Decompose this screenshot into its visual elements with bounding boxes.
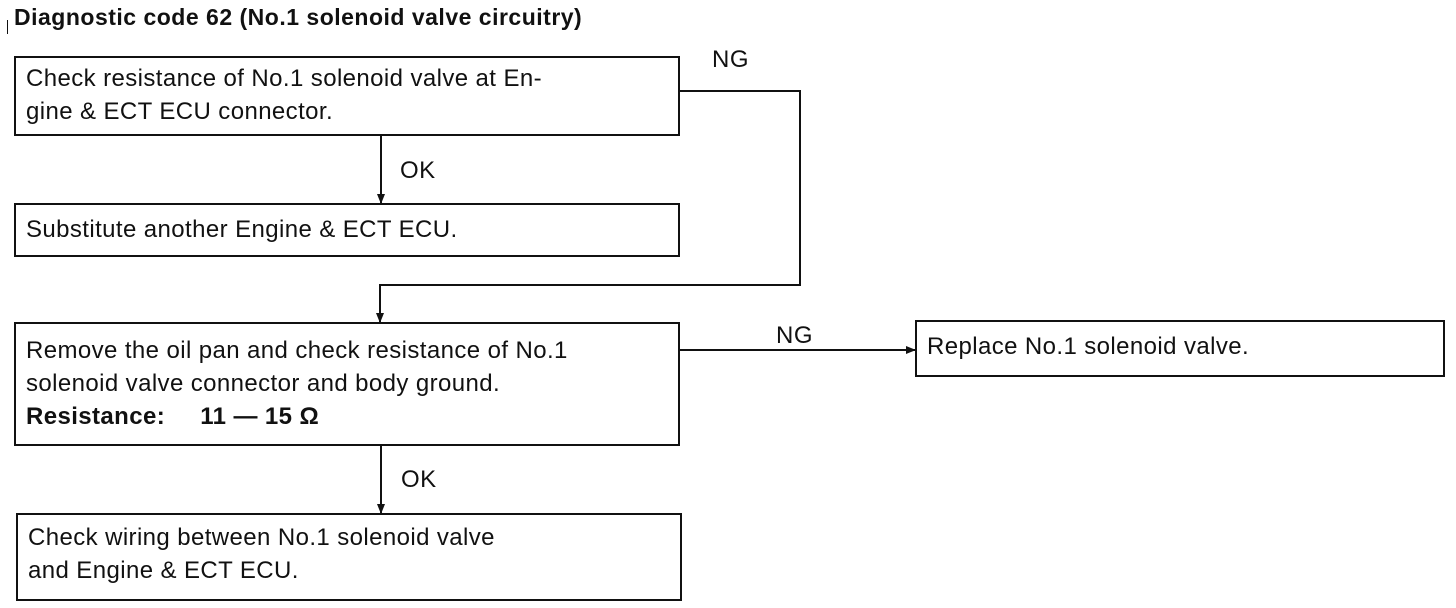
resistance-value: 11 — 15 Ω — [200, 403, 320, 430]
check-wiring-box: Check wiring between No.1 solenoid valve… — [16, 513, 682, 601]
resistance-spec: Resistance: 11 — 15 Ω — [26, 400, 668, 433]
box-text-line: solenoid valve connector and body ground… — [26, 370, 501, 397]
check-resistance-ecu-box: Check resistance of No.1 solenoid valve … — [14, 56, 680, 136]
ok-label-1: OK — [400, 157, 436, 184]
box-text-line: Check resistance of No.1 solenoid valve … — [26, 65, 542, 92]
ng-label-top: NG — [712, 46, 749, 73]
box-text-line: Replace No.1 solenoid valve. — [927, 333, 1250, 360]
resistance-label: Resistance: — [26, 403, 166, 430]
box-text-line: and Engine & ECT ECU. — [28, 557, 299, 584]
diagram-title: Diagnostic code 62 (No.1 solenoid valve … — [14, 4, 583, 30]
box-text-line: Remove the oil pan and check resistance … — [26, 337, 568, 364]
replace-valve-box: Replace No.1 solenoid valve. — [915, 320, 1445, 377]
substitute-ecu-box: Substitute another Engine & ECT ECU. — [14, 203, 680, 257]
box-text-line: Substitute another Engine & ECT ECU. — [26, 216, 458, 243]
box-text-line: gine & ECT ECU connector. — [26, 98, 334, 125]
ok-label-2: OK — [401, 466, 437, 493]
box-text-line: Check wiring between No.1 solenoid valve — [28, 524, 495, 551]
ng-label-mid: NG — [776, 322, 813, 349]
remove-oil-pan-box: Remove the oil pan and check resistance … — [14, 322, 680, 446]
margin-tick-mark — [7, 20, 8, 34]
connector-ng-top — [376, 90, 801, 323]
